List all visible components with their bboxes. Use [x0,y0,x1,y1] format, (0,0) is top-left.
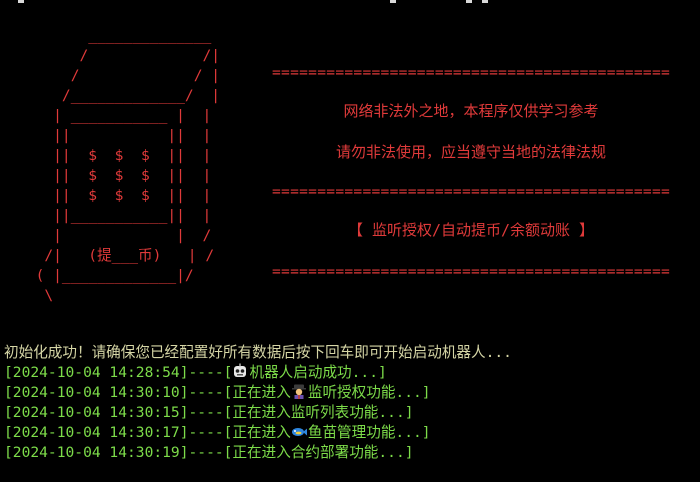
previous-output-fragment [0,0,700,4]
log-entry: [2024-10-04 14:30:17]----[正在进入鱼苗管理功能...] [4,424,431,441]
log-message: 鱼苗管理功能...] [307,424,431,441]
banner-separator-middle: ========================================… [272,183,670,200]
spy-icon [291,384,306,399]
ascii-line: /_____________/ | [18,87,221,104]
log-timestamp: [2024-10-04 14:30:19] [4,444,189,461]
log-timestamp: [2024-10-04 14:30:15] [4,404,189,421]
log-entry: [2024-10-04 14:28:54]----[ 机器人启动成功...] [4,363,387,381]
log-message: [正在进入监听列表功能...] [223,404,414,421]
log-prefix: [ [223,364,233,381]
banner-notice-legal: 请勿非法使用，应当遵守当地的法律法规 [335,143,606,161]
ascii-line: || $ $ $ || | [18,147,212,164]
ascii-art-safe: ______________ / /| / / | /_____________… [18,26,221,306]
robot-icon [234,363,247,377]
log-timestamp: [2024-10-04 14:28:54] [4,364,189,381]
log-message: 监听授权功能...] [307,384,431,401]
ascii-line: ( |_____________|/ [18,267,194,284]
log-message: [正在进入合约部署功能...] [223,444,414,461]
console-log: 初始化成功！请确保您已经配置好所有数据后按下回车即可开始启动机器人... [20… [4,343,512,463]
ascii-line: | | / [18,227,212,244]
ascii-line: ______________ [18,27,212,44]
log-prefix: [正在进入 [223,424,291,441]
ascii-line: \ [18,287,54,304]
ascii-line: | ___________ | | [18,107,212,124]
ascii-line: / / | [18,67,221,84]
log-entry: [2024-10-04 14:30:10]----[正在进入监听授权功能...] [4,384,431,401]
ascii-line: / /| [18,47,221,64]
log-prefix: [正在进入 [223,384,291,401]
banner-feature-list: 【 监听授权/自动提币/余额动账 】 [347,221,595,239]
log-timestamp: [2024-10-04 14:30:17] [4,424,189,441]
ascii-line: ||___________|| | [18,207,212,224]
ascii-line: || $ $ $ || | [18,187,212,204]
log-timestamp: [2024-10-04 14:30:10] [4,384,189,401]
init-status-line: 初始化成功！请确保您已经配置好所有数据后按下回车即可开始启动机器人... [4,344,512,361]
ascii-line: || || | [18,127,212,144]
banner-separator-bottom: ========================================… [272,263,670,280]
log-separator: ---- [188,364,224,381]
log-entry: [2024-10-04 14:30:19]----[正在进入合约部署功能...] [4,444,414,461]
log-separator: ---- [188,384,224,401]
log-entry: [2024-10-04 14:30:15]----[正在进入监听列表功能...] [4,404,414,421]
log-separator: ---- [188,424,224,441]
banner-notice-learning: 网络非法外之地，本程序仅供学习参考 [343,102,599,120]
log-separator: ---- [188,404,224,421]
log-separator: ---- [188,444,224,461]
banner-separator-top: ========================================… [272,64,670,81]
fish-icon [291,428,307,436]
ascii-line: /| (提___币) | / [18,247,215,264]
ascii-line: || $ $ $ || | [18,167,212,184]
log-message: 机器人启动成功...] [249,364,387,381]
